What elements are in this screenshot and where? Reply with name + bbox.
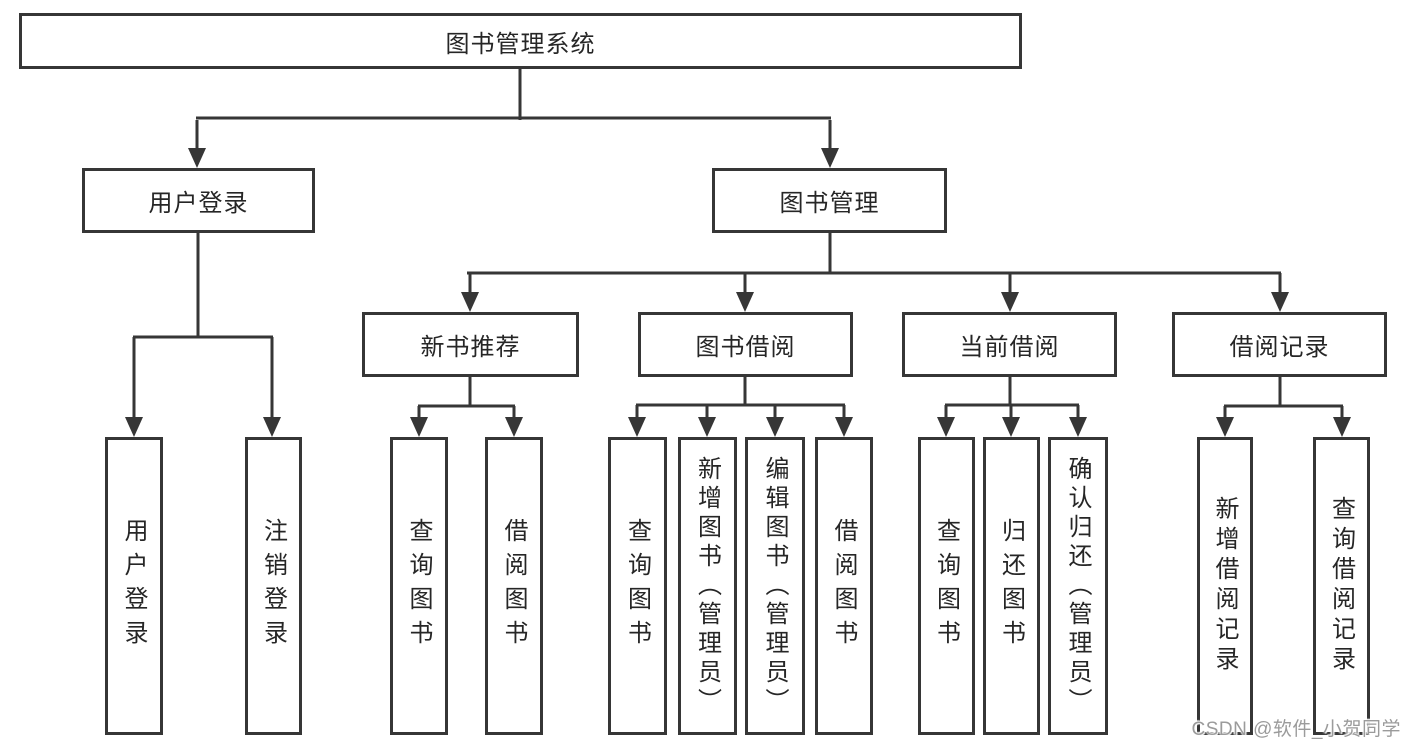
leaf-label: 查询图书 xyxy=(623,518,652,654)
leaf-query-books: 查询图书 xyxy=(608,437,667,735)
leaf-logout: 注销登录 xyxy=(245,437,302,735)
leaf-label: 查询图书 xyxy=(932,518,961,654)
leaf-confirm-return-admin: 确认归还（管理员） xyxy=(1048,437,1108,735)
leaf-user-login: 用户登录 xyxy=(105,437,163,735)
csdn-watermark: CSDN @软件_小贺同学 xyxy=(1191,719,1401,740)
leaf-query-books: 查询图书 xyxy=(390,437,448,735)
leaf-label: 确认归还（管理员） xyxy=(1064,455,1092,717)
leaf-add-books-admin: 新增图书（管理员） xyxy=(678,437,737,735)
leaf-label: 查询图书 xyxy=(405,518,433,654)
node-book-management: 图书管理 xyxy=(712,168,947,233)
node-label: 图书管理系统 xyxy=(445,30,596,58)
node-book-borrowing: 图书借阅 xyxy=(638,312,853,377)
node-current-borrowing: 当前借阅 xyxy=(902,312,1117,377)
arrowhead-icons xyxy=(125,148,1351,437)
node-label: 用户登录 xyxy=(148,190,249,217)
leaf-return-books: 归还图书 xyxy=(983,437,1040,735)
leaf-add-borrow-record: 新增借阅记录 xyxy=(1197,437,1253,735)
node-library-management-system: 图书管理系统 xyxy=(19,13,1022,69)
leaf-label: 用户登录 xyxy=(120,518,148,654)
leaf-query-borrow-record: 查询借阅记录 xyxy=(1313,437,1370,735)
leaf-query-books: 查询图书 xyxy=(918,437,975,735)
leaf-label: 查询借阅记录 xyxy=(1327,496,1356,676)
leaf-edit-books-admin: 编辑图书（管理员） xyxy=(745,437,805,735)
node-new-book-recommendation: 新书推荐 xyxy=(362,312,579,377)
leaf-label: 编辑图书（管理员） xyxy=(761,455,789,717)
leaf-label: 借阅图书 xyxy=(830,518,858,654)
node-label: 借阅记录 xyxy=(1229,334,1330,361)
leaf-label: 新增图书（管理员） xyxy=(693,455,722,717)
node-user-login: 用户登录 xyxy=(82,168,315,233)
leaf-borrow-books: 借阅图书 xyxy=(815,437,873,735)
node-label: 新书推荐 xyxy=(420,334,521,361)
leaf-label: 注销登录 xyxy=(259,518,288,654)
leaf-label: 借阅图书 xyxy=(500,518,528,654)
leaf-borrow-books: 借阅图书 xyxy=(485,437,543,735)
leaf-label: 归还图书 xyxy=(997,518,1026,654)
node-label: 图书借阅 xyxy=(695,334,796,361)
node-borrowing-records: 借阅记录 xyxy=(1172,312,1387,377)
node-label: 当前借阅 xyxy=(959,334,1060,361)
node-label: 图书管理 xyxy=(779,190,880,217)
leaf-label: 新增借阅记录 xyxy=(1211,496,1239,676)
